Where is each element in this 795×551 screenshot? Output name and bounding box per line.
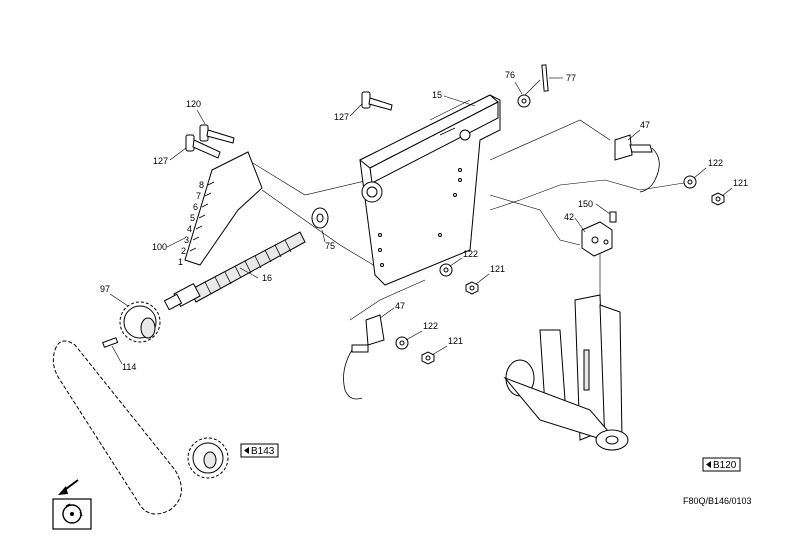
callout-15: 15 — [432, 90, 442, 100]
ref-box-b143[interactable]: B143 — [240, 443, 279, 458]
ref-box-b120[interactable]: B120 — [702, 457, 741, 472]
plate-number-3: 3 — [184, 235, 189, 245]
sensor-47-lower — [343, 314, 385, 400]
bolt-127-left — [185, 134, 221, 159]
bolt-120 — [199, 124, 235, 144]
plate-number-2: 2 — [181, 246, 186, 256]
sensor-47-upper — [614, 134, 660, 193]
ref-arrow-icon — [244, 447, 249, 454]
callout-122-upper: 122 — [708, 158, 723, 168]
plate-number-7: 7 — [196, 191, 201, 201]
nut-121-upper — [711, 192, 725, 206]
indicator-plate-100: 8 7 6 5 4 3 2 1 — [178, 151, 263, 267]
ref-arrow-icon — [706, 461, 711, 468]
plate-number-4: 4 — [187, 224, 192, 234]
washer-122-lower — [395, 336, 409, 350]
callout-97: 97 — [100, 284, 110, 294]
plate-number-1: 1 — [178, 257, 183, 267]
washer-76 — [517, 94, 531, 108]
washer-122-mid — [439, 263, 453, 277]
bracket-plate — [359, 94, 501, 286]
callout-47-upper: 47 — [640, 120, 650, 130]
sprocket-lower — [187, 437, 229, 479]
callout-127-top: 127 — [334, 112, 349, 122]
nut-121-lower — [421, 351, 435, 365]
key-114 — [102, 337, 119, 348]
bracket-holes — [378, 168, 462, 267]
callout-121-upper: 121 — [733, 178, 748, 188]
drawing-code: F80Q/B146/0103 — [683, 496, 752, 506]
block-42 — [581, 221, 613, 257]
callout-16: 16 — [262, 273, 272, 283]
ref-label-b143: B143 — [251, 446, 275, 457]
callout-122-mid: 122 — [463, 249, 478, 259]
callout-77: 77 — [566, 73, 576, 83]
washer-75 — [311, 207, 329, 229]
arm-assembly — [503, 294, 629, 451]
spindle-16 — [163, 231, 306, 311]
callout-labels: 15 16 42 47 47 75 76 77 97 100 114 120 1… — [100, 70, 748, 372]
chain — [52, 340, 182, 515]
direction-arrow-icon — [58, 479, 79, 495]
plate-number-6: 6 — [193, 202, 198, 212]
ref-label-b120: B120 — [713, 460, 737, 471]
washer-122-upper — [683, 175, 697, 189]
callout-42: 42 — [564, 212, 574, 222]
plate-number-5: 5 — [190, 213, 195, 223]
callout-150: 150 — [578, 199, 593, 209]
callout-100: 100 — [152, 242, 167, 252]
screw-150 — [609, 211, 617, 223]
callout-120: 120 — [186, 99, 201, 109]
callout-47-lower: 47 — [395, 301, 405, 311]
callout-122-lower: 122 — [423, 321, 438, 331]
callout-121-lower: 121 — [448, 336, 463, 346]
callout-76: 76 — [505, 70, 515, 80]
nut-121-mid — [465, 281, 479, 295]
pin-77 — [541, 64, 549, 92]
callout-114: 114 — [122, 362, 136, 372]
bolt-127-top — [361, 91, 393, 111]
machine-symbol-icon — [52, 498, 92, 530]
plate-number-8: 8 — [199, 180, 204, 190]
sprocket-97 — [119, 301, 161, 343]
callout-127-left: 127 — [153, 156, 168, 166]
callout-75: 75 — [325, 241, 335, 251]
callout-121-mid: 121 — [490, 264, 505, 274]
